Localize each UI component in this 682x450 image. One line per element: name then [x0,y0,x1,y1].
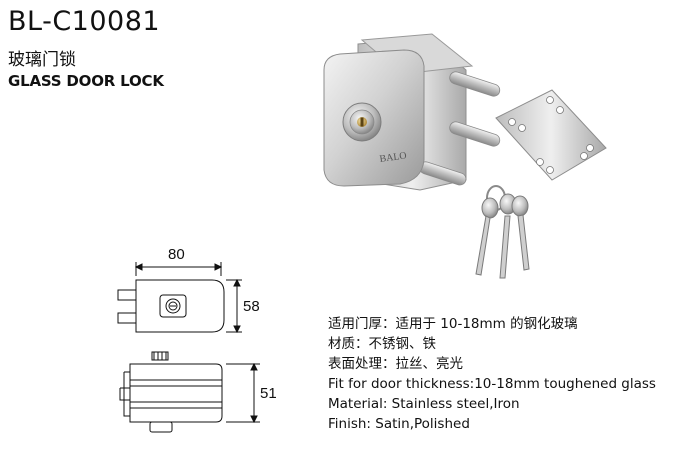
spec-finish-cn: 表面处理：拉丝、亮光 [328,356,463,372]
product-name-english: GLASS DOOR LOCK [8,72,164,90]
brand-engraving: BALO [379,150,408,165]
width-dimension: 80 [168,246,185,263]
depth-dimension: 51 [260,385,277,402]
height-dimension: 58 [243,298,260,315]
spec-material-en: Material: Stainless steel,Iron [328,396,520,412]
spec-door-thickness-cn: 适用门厚：适用于 10-18mm 的钢化玻璃 [328,316,578,332]
specification-list: 适用门厚：适用于 10-18mm 的钢化玻璃 材质：不锈钢、铁 表面处理：拉丝、… [328,314,656,434]
product-photo: BALO [323,33,607,279]
spec-finish-en: Finish: Satin,Polished [328,416,470,432]
product-model: BL-C10081 [8,6,161,37]
dimension-drawing: 80 58 51 [117,246,277,433]
spec-material-cn: 材质：不锈钢、铁 [328,336,436,352]
spec-door-thickness-en: Fit for door thickness:10-18mm toughened… [328,376,656,392]
product-name-chinese: 玻璃门锁 [8,50,76,70]
